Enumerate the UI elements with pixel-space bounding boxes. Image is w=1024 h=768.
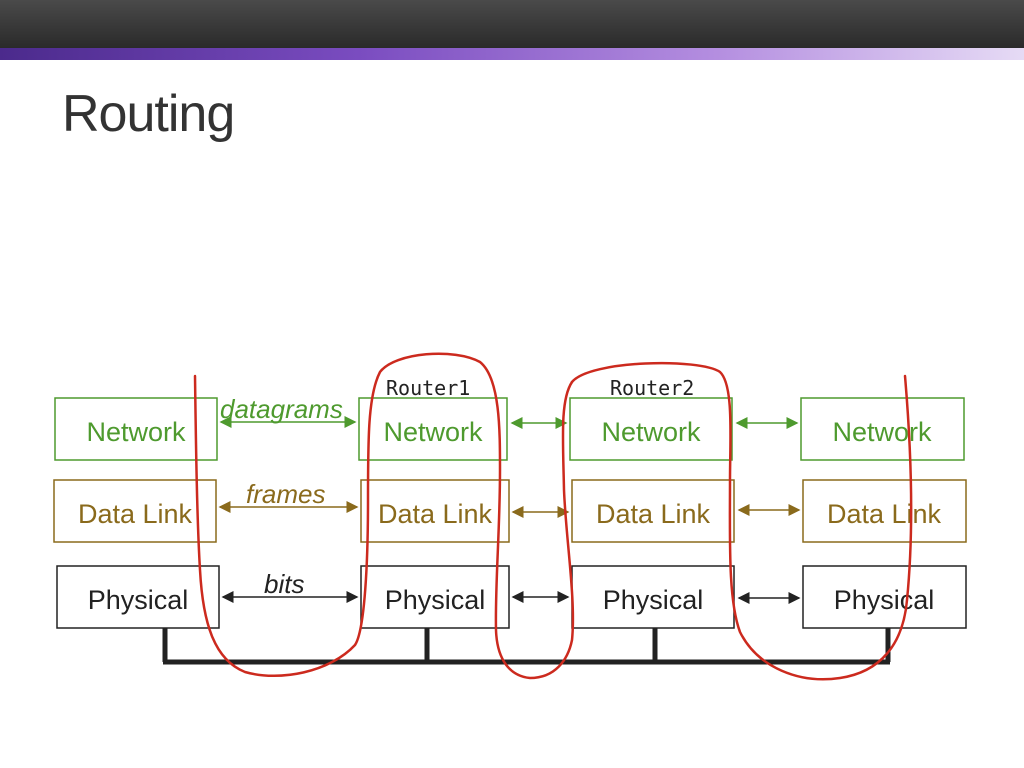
header-bar: [0, 0, 1024, 48]
router2-stack: Network Data Link Physical: [569, 397, 735, 629]
accent-gradient-bar: [0, 48, 1024, 60]
network-label: Network: [601, 417, 701, 447]
bits-annotation: bits: [264, 569, 304, 599]
network-label: Network: [86, 417, 186, 447]
datalink-label: Data Link: [596, 499, 711, 529]
physical-arrows: [221, 591, 801, 604]
hand-drawn-circles: [193, 352, 913, 681]
datalink-arrows: [218, 501, 801, 518]
slide-title: Routing: [62, 85, 235, 143]
physical-box: [571, 565, 735, 629]
network-box: [569, 397, 733, 461]
physical-box: [802, 565, 967, 629]
physical-label: Physical: [834, 585, 935, 615]
physical-box: [360, 565, 510, 629]
hand-drawn-loop-router2: [570, 361, 913, 681]
hand-drawn-curve-left: [193, 352, 575, 680]
router1-label: Router1: [386, 376, 470, 400]
physical-label: Physical: [603, 585, 704, 615]
physical-box: [56, 565, 220, 629]
network-label: Network: [383, 417, 483, 447]
network-arrows: [219, 416, 799, 429]
datalink-label: Data Link: [378, 499, 493, 529]
router1-stack: Network Data Link Physical: [358, 397, 510, 629]
physical-label: Physical: [88, 585, 189, 615]
network-box: [358, 397, 508, 461]
physical-label: Physical: [385, 585, 486, 615]
frames-annotation: frames: [246, 479, 325, 509]
host-left-stack: Network Data Link Physical: [53, 397, 220, 629]
datalink-label: Data Link: [827, 499, 942, 529]
network-label: Network: [832, 417, 932, 447]
router2-label: Router2: [610, 376, 694, 400]
physical-bus: [162, 628, 891, 665]
datagrams-annotation: datagrams: [220, 394, 343, 424]
datalink-box: [802, 479, 967, 543]
network-box: [800, 397, 965, 461]
network-box: [54, 397, 218, 461]
datalink-box: [360, 479, 510, 543]
datalink-box: [53, 479, 217, 543]
datalink-box: [571, 479, 735, 543]
datalink-label: Data Link: [78, 499, 193, 529]
host-right-stack: Network Data Link Physical: [800, 397, 967, 629]
